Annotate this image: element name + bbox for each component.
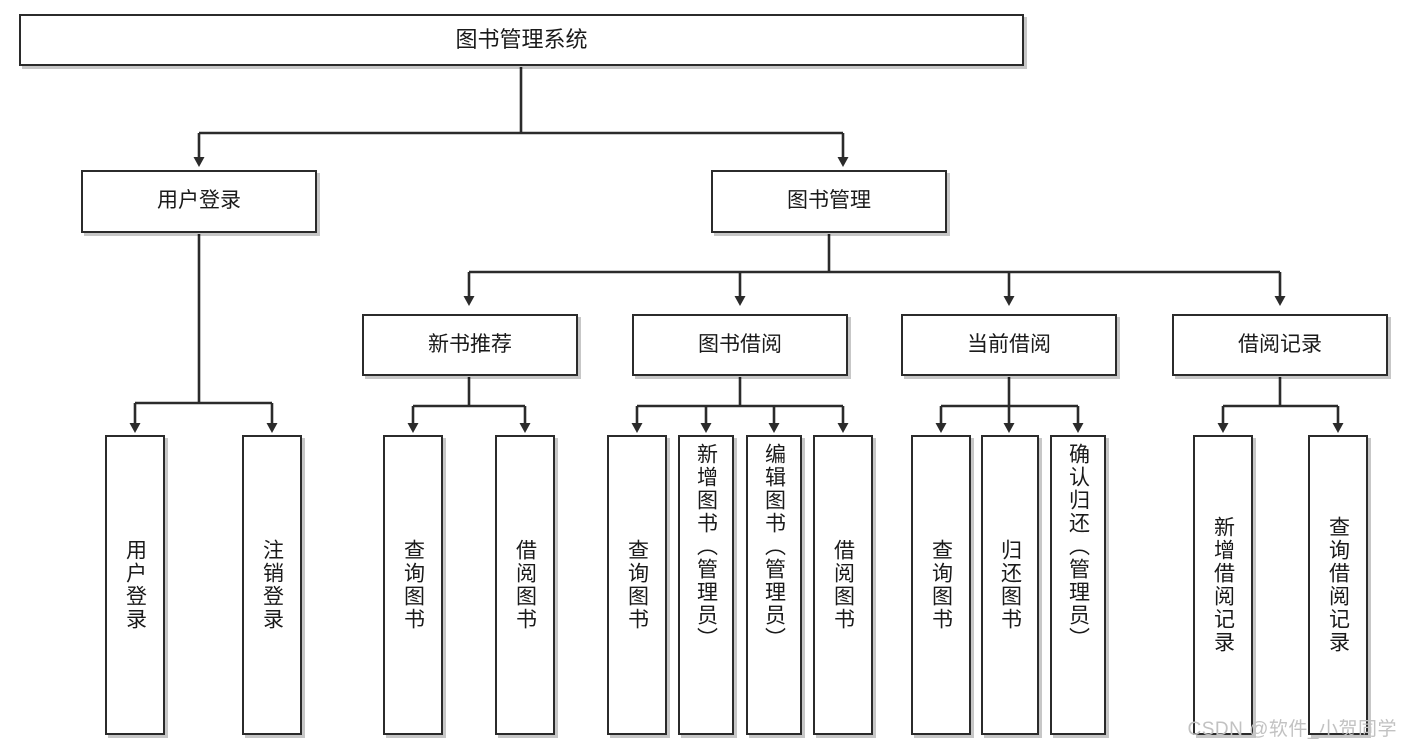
- node-label: 新增图书（管理员）: [694, 443, 718, 650]
- node-label: 借阅记录: [1238, 332, 1322, 356]
- leaf-current-return-book[interactable]: 归还图书: [981, 435, 1039, 735]
- node-label: 归还图书: [998, 539, 1022, 631]
- leaf-current-confirm-return-admin[interactable]: 确认归还（管理员）: [1050, 435, 1106, 735]
- node-label: 查询图书: [401, 539, 425, 631]
- node-label: 查询借阅记录: [1326, 516, 1350, 654]
- node-label: 当前借阅: [967, 332, 1051, 356]
- node-label: 新书推荐: [428, 332, 512, 356]
- node-book-management[interactable]: 图书管理: [711, 170, 947, 233]
- node-label: 借阅图书: [831, 539, 855, 631]
- node-label: 确认归还（管理员）: [1066, 443, 1090, 650]
- node-label: 编辑图书（管理员）: [762, 443, 786, 650]
- node-root-book-management-system[interactable]: 图书管理系统: [19, 14, 1024, 66]
- csdn-watermark: CSDN @软件_小贺同学: [1187, 719, 1397, 740]
- leaf-user-login-logout[interactable]: 注销登录: [242, 435, 302, 735]
- node-user-login[interactable]: 用户登录: [81, 170, 317, 233]
- node-label: 新增借阅记录: [1211, 516, 1235, 654]
- node-label: 图书管理: [787, 189, 871, 213]
- leaf-borrow-query-book[interactable]: 查询图书: [607, 435, 667, 735]
- node-label: 图书管理系统: [455, 27, 588, 53]
- node-label: 图书借阅: [698, 332, 782, 356]
- node-label: 用户登录: [123, 539, 147, 631]
- leaf-records-add-record[interactable]: 新增借阅记录: [1193, 435, 1253, 735]
- node-borrow-records[interactable]: 借阅记录: [1172, 314, 1388, 376]
- leaf-user-login-login[interactable]: 用户登录: [105, 435, 165, 735]
- node-new-book-recommend[interactable]: 新书推荐: [362, 314, 578, 376]
- node-label: 用户登录: [157, 189, 241, 213]
- leaf-borrow-edit-book-admin[interactable]: 编辑图书（管理员）: [746, 435, 802, 735]
- leaf-recommend-borrow-book[interactable]: 借阅图书: [495, 435, 555, 735]
- leaf-current-query-book[interactable]: 查询图书: [911, 435, 971, 735]
- node-label: 注销登录: [260, 539, 284, 631]
- leaf-recommend-query-book[interactable]: 查询图书: [383, 435, 443, 735]
- leaf-borrow-add-book-admin[interactable]: 新增图书（管理员）: [678, 435, 734, 735]
- leaf-borrow-borrow-book[interactable]: 借阅图书: [813, 435, 873, 735]
- leaf-records-query-record[interactable]: 查询借阅记录: [1308, 435, 1368, 735]
- node-book-borrow[interactable]: 图书借阅: [632, 314, 848, 376]
- node-label: 查询图书: [929, 539, 953, 631]
- node-label: 借阅图书: [513, 539, 537, 631]
- node-label: 查询图书: [625, 539, 649, 631]
- node-current-borrow[interactable]: 当前借阅: [901, 314, 1117, 376]
